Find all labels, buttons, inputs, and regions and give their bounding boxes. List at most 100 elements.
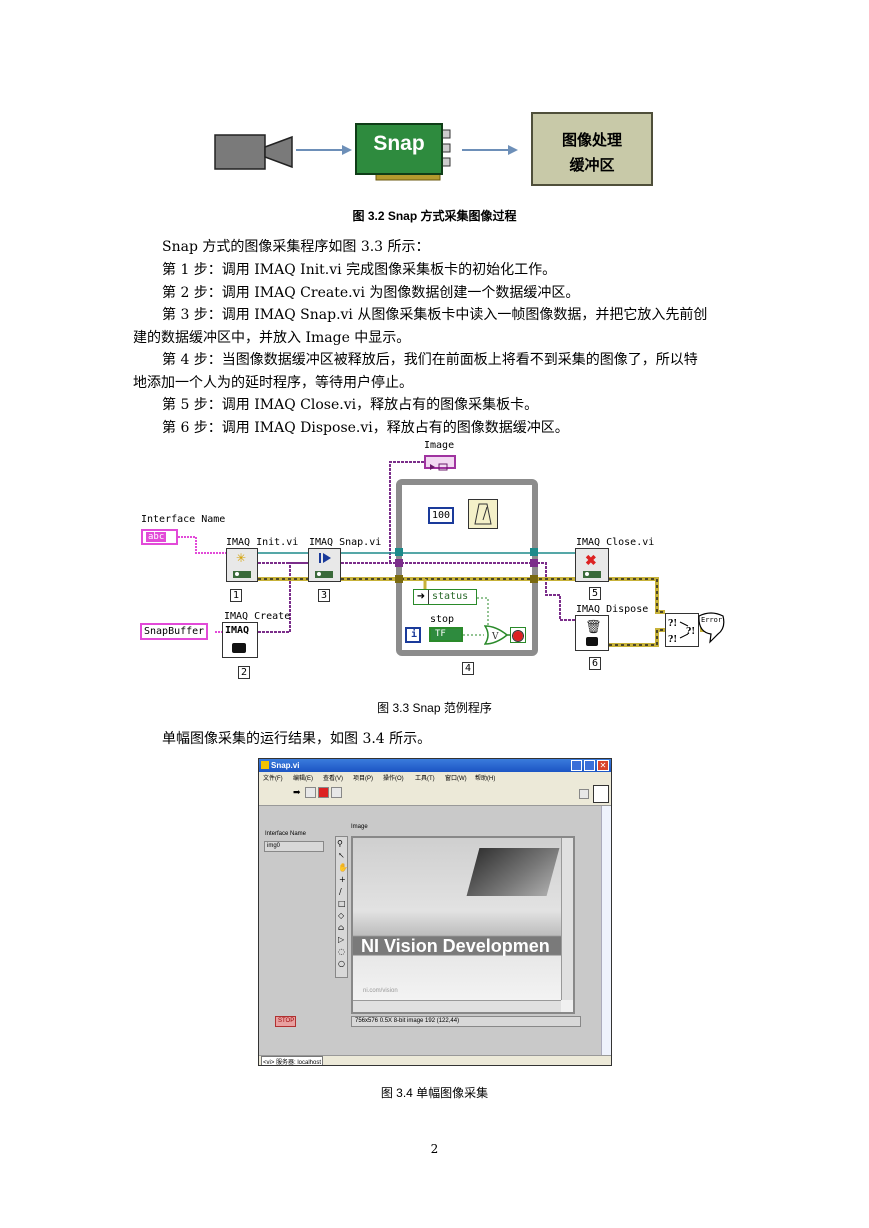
rectangle-tool-icon[interactable]: □ xyxy=(338,899,346,908)
while-loop-frame xyxy=(396,479,538,656)
error-handler-text: Error xyxy=(701,616,723,624)
paragraph-step-3-cont: 建的数据缓冲区中，并放入 Image 中显示。 xyxy=(133,330,411,346)
paragraph-step-4: 第 4 步：当图像数据缓冲区被释放后，我们在前面板上将看不到采集的图像了，所以特 xyxy=(162,352,698,368)
tunnel-teal-out xyxy=(530,548,538,556)
menu-project[interactable]: 项目(P) xyxy=(353,776,373,782)
image-tool-palette: ⚲ ↖ ✋ + / □ ◇ ⌂ ▷ ◌ ○ xyxy=(335,836,348,978)
paragraph-step-2: 第 2 步：调用 IMAQ Create.vi 为图像数据创建一个数据缓冲区。 xyxy=(162,285,580,301)
paragraph-step-5: 第 5 步：调用 IMAQ Close.vi，释放占有的图像采集板卡。 xyxy=(162,397,539,413)
run-continuously-icon[interactable] xyxy=(305,787,316,798)
tf-label: TF xyxy=(435,629,446,639)
image-display[interactable]: NI Vision Developmen ni.com/vision xyxy=(351,836,575,1014)
loop-iteration-terminal: i xyxy=(405,627,421,643)
polygon-tool-icon[interactable]: ▷ xyxy=(338,935,345,944)
maximize-button[interactable] xyxy=(584,760,595,771)
figure-3-4-caption: 图 3.4 单幅图像采集 xyxy=(380,1086,489,1100)
zoom-tool-icon[interactable]: ⚲ xyxy=(337,839,343,848)
image-buffer-box: 图像处理 缓冲区 xyxy=(531,112,653,186)
snapbuffer-constant: SnapBuffer xyxy=(140,623,209,640)
wait-ms-constant: 100 xyxy=(428,507,455,524)
tunnel-error-out xyxy=(530,575,538,583)
stop-button-label: STOP xyxy=(278,1018,295,1024)
diagram-wires xyxy=(178,461,708,647)
figure-3-3-caption: 图 3.3 Snap 范例程序 xyxy=(377,701,492,715)
interface-name-value: img0 xyxy=(267,843,281,849)
image-status-text: 756x576 0.5X 8-bit image 192 (122,44) xyxy=(355,1018,460,1024)
menu-operate[interactable]: 操作(O) xyxy=(383,776,404,782)
unbundle-arrow-icon: ➜ xyxy=(414,590,429,604)
paragraph-step-4-cont: 地添加一个人为的延时程序，等待用户停止。 xyxy=(133,375,413,391)
menu-bar: 文件(F) 编辑(E) 查看(V) 项目(P) 操作(O) 工具(T) 窗口(W… xyxy=(259,772,611,783)
close-button[interactable]: ✕ xyxy=(597,760,609,771)
ellipse-tool-icon[interactable]: ○ xyxy=(338,959,345,968)
menu-tools[interactable]: 工具(T) xyxy=(415,776,435,782)
window-vertical-scrollbar[interactable] xyxy=(601,806,611,1055)
imaq-close-node: ✖ xyxy=(575,548,609,582)
interface-name-label: Interface Name xyxy=(265,831,307,837)
menu-edit[interactable]: 编辑(E) xyxy=(293,776,313,782)
banner-text: NI Vision Developmen xyxy=(361,936,550,956)
error-handler-node: Error xyxy=(696,612,726,646)
paragraph-result-intro: 单幅图像采集的运行结果，如图 3.4 所示。 xyxy=(162,731,432,747)
unbundle-status-node: ➜ status xyxy=(413,589,477,605)
svg-text:🗑: 🗑 xyxy=(585,619,602,635)
image-status-bar: 756x576 0.5X 8-bit image 192 (122,44) xyxy=(351,1016,581,1027)
horizontal-scrollbar[interactable] xyxy=(353,1000,561,1012)
stop-label: stop xyxy=(430,614,455,625)
image-indicator-terminal xyxy=(424,455,456,471)
imaq-close-label: IMAQ Close.vi xyxy=(576,537,655,548)
step-number-4: 4 xyxy=(462,662,475,675)
svg-text:V: V xyxy=(491,632,499,642)
freehand-tool-icon[interactable]: ◌ xyxy=(338,947,345,956)
app-icon xyxy=(261,761,269,769)
imaq-create-node: IMAQ xyxy=(222,622,258,658)
buffer-label-line2: 缓冲区 xyxy=(569,156,615,174)
stop-button[interactable]: STOP xyxy=(275,1016,296,1027)
minimize-button[interactable] xyxy=(571,760,582,771)
tunnel-error-in xyxy=(395,575,403,583)
image-indicator-label: Image xyxy=(424,440,455,451)
step-number-5: 5 xyxy=(589,587,602,600)
vertical-scrollbar[interactable] xyxy=(561,838,573,1000)
rotated-rect-tool-icon[interactable]: ◇ xyxy=(338,911,345,920)
help-icon[interactable] xyxy=(579,789,589,799)
imaq-dispose-label: IMAQ Dispose xyxy=(576,604,649,615)
step-number-2: 2 xyxy=(238,666,251,679)
title-bar: Snap.vi ✕ xyxy=(259,759,611,772)
point-tool-icon[interactable]: + xyxy=(339,875,346,884)
step-number-1: 1 xyxy=(230,589,243,602)
toolbar: ➡ xyxy=(259,783,611,806)
interface-name-label: Interface Name xyxy=(141,514,226,525)
pointer-tool-icon[interactable]: ↖ xyxy=(338,851,345,860)
window-title: Snap.vi xyxy=(271,761,300,770)
menu-view[interactable]: 查看(V) xyxy=(323,776,343,782)
menu-file[interactable]: 文件(F) xyxy=(263,776,283,782)
merge-errors-node: ?!?!?! xyxy=(665,613,699,647)
arrow-right-icon xyxy=(462,142,518,156)
menu-help[interactable]: 帮助(H) xyxy=(475,776,496,782)
menu-window[interactable]: 窗口(W) xyxy=(445,776,467,782)
interface-name-field[interactable]: img0 xyxy=(264,841,324,852)
pan-tool-icon[interactable]: ✋ xyxy=(338,863,348,872)
run-arrow-icon[interactable]: ➡ xyxy=(293,788,301,798)
stop-terminal: TF xyxy=(429,627,463,642)
abort-icon[interactable] xyxy=(318,787,329,798)
figure-3-2-caption: 图 3.2 Snap 方式采集图像过程 xyxy=(352,209,517,223)
snap-card: Snap xyxy=(354,122,454,184)
imaq-snap-label: IMAQ Snap.vi xyxy=(309,537,382,548)
loop-condition-stop-icon xyxy=(510,627,526,643)
buffer-label-line1: 图像处理 xyxy=(561,131,622,149)
svg-text:✖: ✖ xyxy=(585,553,597,569)
step-number-6: 6 xyxy=(589,657,602,670)
tunnel-purple-out xyxy=(530,559,538,567)
line-tool-icon[interactable]: / xyxy=(339,887,342,896)
target-label: <vi> 服务器: localhost xyxy=(261,1056,324,1065)
front-panel: Interface Name img0 Image ⚲ ↖ ✋ + / □ ◇ … xyxy=(259,806,601,1055)
create-glyph-icon xyxy=(232,643,246,653)
annulus-tool-icon[interactable]: ⌂ xyxy=(338,923,345,932)
paragraph-step-6: 第 6 步：调用 IMAQ Dispose.vi，释放占有的图像数据缓冲区。 xyxy=(162,420,569,436)
tunnel-purple-in xyxy=(395,559,403,567)
pause-icon[interactable] xyxy=(331,787,342,798)
imaq-snap-node xyxy=(308,548,341,582)
